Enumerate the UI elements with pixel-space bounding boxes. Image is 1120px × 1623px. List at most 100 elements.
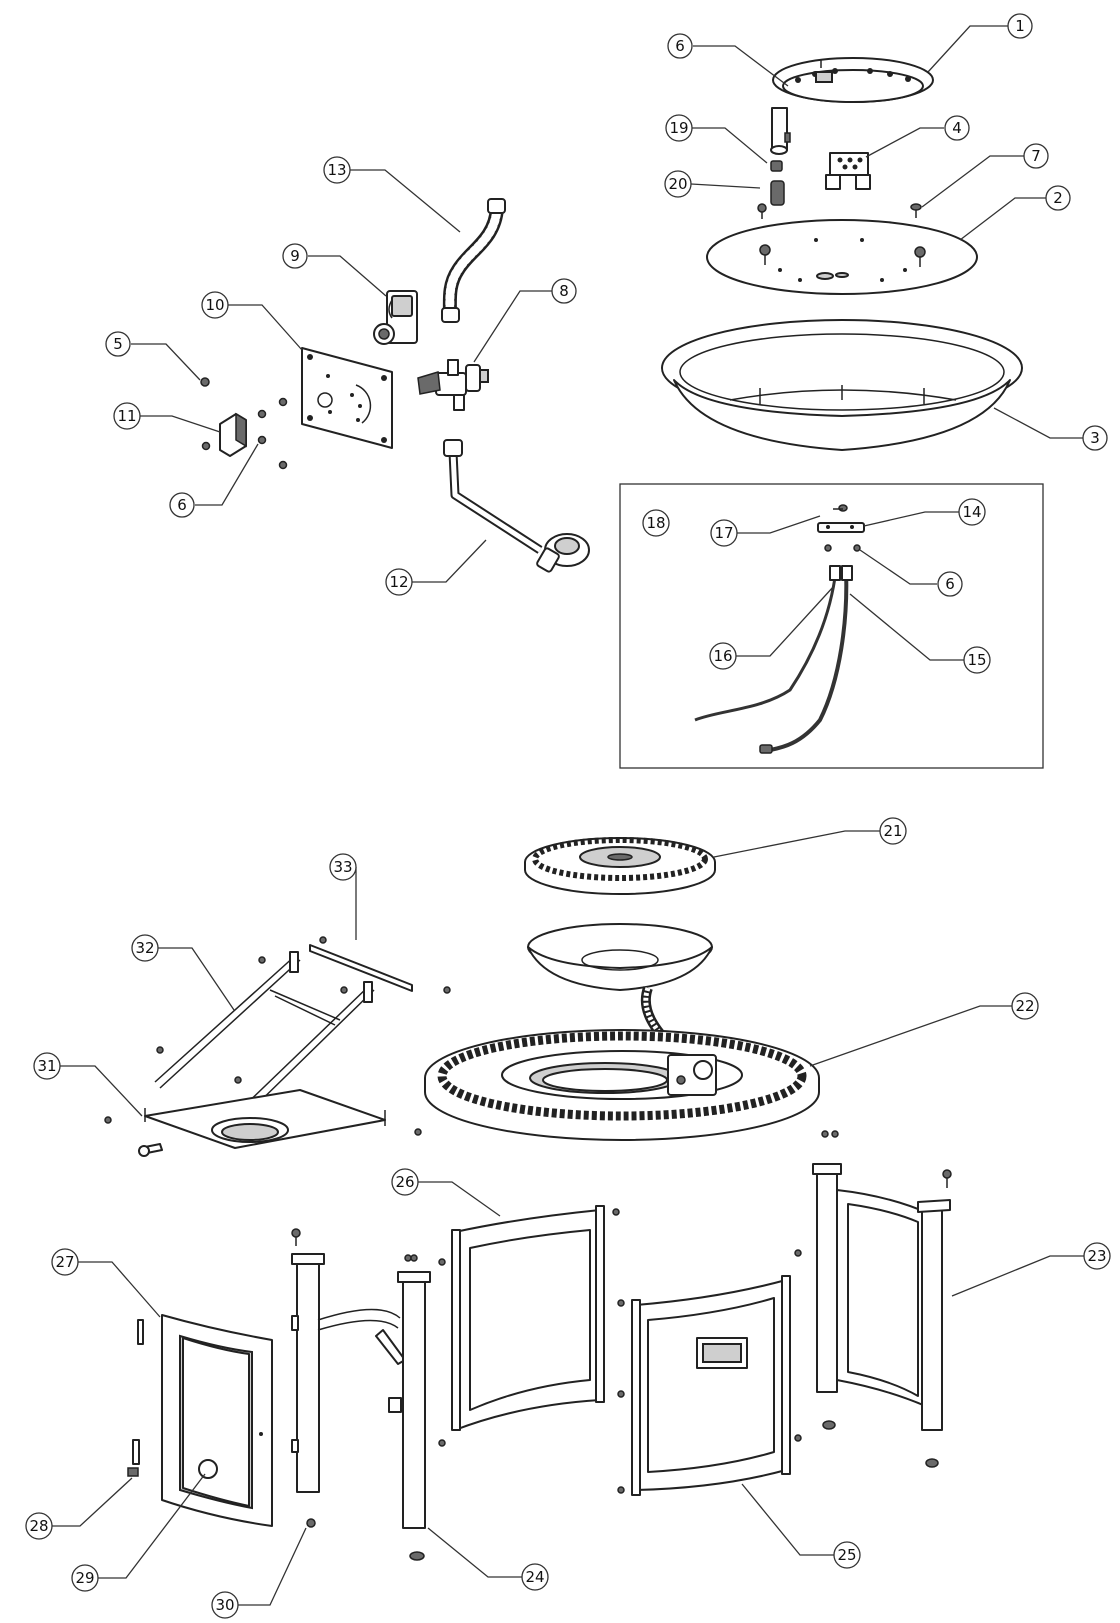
part-valve [417,359,489,411]
part-door-panel [127,1314,273,1527]
svg-text:33: 33 [333,858,352,876]
callout-6: 6 [169,492,195,518]
callout-15: 15 [963,646,991,674]
part-table-top-ring [424,1029,820,1141]
svg-text:23: 23 [1087,1247,1106,1265]
part-knob [219,412,247,457]
svg-text:22: 22 [1015,997,1034,1015]
callout-22: 22 [1011,992,1039,1020]
svg-text:16: 16 [713,647,732,665]
callout-2: 2 [1045,185,1071,211]
svg-text:6: 6 [177,496,187,514]
part-base-frame [104,1089,422,1157]
callout-32: 32 [131,934,159,962]
callout-23: 23 [1083,1242,1111,1270]
svg-text:30: 30 [215,1596,234,1614]
svg-text:13: 13 [327,161,346,179]
svg-text:8: 8 [559,282,569,300]
part-vent-panel-25 [617,1249,802,1496]
callout-6: 6 [667,33,693,59]
leader-lines [52,25,1084,1606]
svg-text:29: 29 [75,1569,94,1587]
part-burner-plate [706,219,978,295]
inset-box-thermocouple-kit [619,483,1044,769]
svg-text:26: 26 [395,1173,414,1191]
svg-text:5: 5 [113,335,123,353]
svg-text:21: 21 [883,822,902,840]
svg-text:19: 19 [669,119,688,137]
callout-24: 24 [521,1563,549,1591]
callout-14: 14 [958,498,986,526]
svg-text:12: 12 [389,573,408,591]
svg-text:15: 15 [967,651,986,669]
svg-text:27: 27 [55,1253,74,1271]
svg-text:7: 7 [1031,147,1041,165]
callout-19: 19 [665,114,693,142]
callout-29: 29 [71,1564,99,1592]
part-burner-pan [661,319,1023,451]
callout-9: 9 [282,243,308,269]
svg-text:1: 1 [1015,17,1025,35]
part-fitting-19 [770,160,783,172]
part-bracket [825,152,871,190]
callouts: 1 6 19 4 20 7 2 13 9 8 10 5 11 6 3 12 18… [25,13,1111,1619]
callout-4: 4 [944,115,970,141]
svg-text:14: 14 [962,503,981,521]
callout-5: 5 [105,331,131,357]
part-thermocouple-kit [694,504,865,754]
part-screws-cluster [200,377,288,470]
callout-27: 27 [51,1248,79,1276]
svg-text:10: 10 [205,296,224,314]
part-corner-post-right [812,1130,952,1468]
callout-10: 10 [201,291,229,319]
part-screw-7 [910,203,922,218]
part-grate-disc [524,837,716,895]
part-orifice-20 [757,180,785,219]
callout-21: 21 [879,817,907,845]
svg-text:20: 20 [668,175,687,193]
svg-text:2: 2 [1053,189,1063,207]
callout-30: 30 [211,1591,239,1619]
callout-16: 16 [709,642,737,670]
part-frame [154,951,375,1119]
svg-text:4: 4 [952,119,962,137]
part-igniter [373,290,418,345]
svg-text:9: 9 [290,247,300,265]
callout-17: 17 [710,519,738,547]
callout-1: 1 [1007,13,1033,39]
callout-7: 7 [1023,143,1049,169]
callout-28: 28 [25,1512,53,1540]
part-front-panel-26 [438,1205,620,1447]
part-flex-hose [441,198,506,323]
callout-31: 31 [33,1052,61,1080]
part-cross-bar [309,936,451,994]
callout-33: 33 [329,853,357,881]
part-burner-ring [770,57,934,155]
callout-12: 12 [385,568,413,596]
svg-text:28: 28 [29,1517,48,1535]
svg-text:3: 3 [1090,429,1100,447]
part-burner-bowl [527,923,713,1054]
callout-26: 26 [391,1168,419,1196]
part-corner-post-left [291,1228,431,1561]
callout-11: 11 [113,402,141,430]
part-control-panel [301,347,393,449]
svg-text:11: 11 [117,407,136,425]
callout-13: 13 [323,156,351,184]
callout-8: 8 [551,278,577,304]
callout-20: 20 [664,170,692,198]
svg-text:18: 18 [646,514,665,532]
svg-text:31: 31 [37,1057,56,1075]
svg-text:17: 17 [714,524,733,542]
svg-text:32: 32 [135,939,154,957]
callout-6: 6 [937,571,963,597]
callout-3: 3 [1082,425,1108,451]
svg-text:6: 6 [945,575,955,593]
part-regulator [443,439,590,573]
svg-text:25: 25 [837,1546,856,1564]
callout-25: 25 [833,1541,861,1569]
callout-18: 18 [642,509,670,537]
svg-text:24: 24 [525,1568,544,1586]
